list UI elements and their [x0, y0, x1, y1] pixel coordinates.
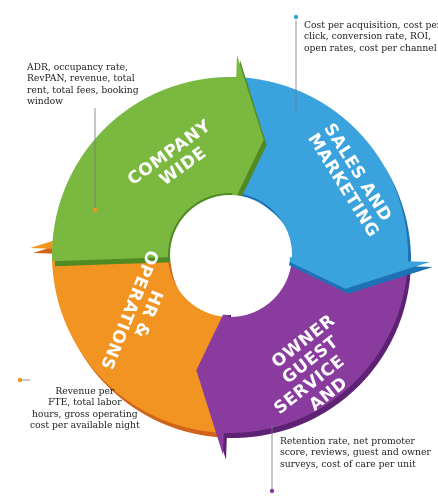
- note-owner-guest-service: Retention rate, net promoter score, revi…: [280, 436, 431, 470]
- note-line: open rates, cost per channel: [304, 42, 437, 54]
- segment-hr-operations: [30, 221, 237, 434]
- note-sales-marketing: Cost per acquisition, cost per click, co…: [304, 20, 438, 54]
- center-hole: [170, 195, 290, 315]
- segment-owner-guest-service: [196, 248, 409, 455]
- note-line: rent, total fees, booking: [27, 84, 139, 96]
- note-line: Revenue per: [55, 386, 115, 397]
- note-company-wide: ADR, occupancy rate, RevPAN, revenue, to…: [27, 62, 139, 108]
- note-line: ADR, occupancy rate,: [27, 62, 128, 73]
- note-line: window: [27, 96, 63, 108]
- note-line: RevPAN, revenue, total: [27, 73, 135, 85]
- note-line: Cost per acquisition, cost per: [304, 20, 438, 31]
- leader-dot-sales: [293, 14, 299, 20]
- note-line: FTE, total labor: [48, 397, 122, 409]
- leader-dot-hr: [17, 377, 23, 383]
- leader-lines: [17, 14, 299, 494]
- leader-dot-company: [92, 207, 98, 213]
- note-line: cost per available night: [30, 420, 140, 432]
- note-line: hours, gross operating: [32, 408, 138, 420]
- note-line: score, reviews, guest and owner: [280, 447, 431, 459]
- note-line: surveys, cost of care per unit: [280, 458, 416, 470]
- note-line: Retention rate, net promoter: [280, 436, 415, 447]
- note-hr-operations: Revenue per FTE, total labor hours, gros…: [30, 386, 140, 432]
- leader-dot-owner: [269, 488, 275, 494]
- segment-sales-marketing: [223, 76, 430, 289]
- cycle-ring: [30, 55, 433, 460]
- note-line: click, conversion rate, ROI,: [304, 31, 432, 43]
- segment-company-wide: [51, 55, 264, 262]
